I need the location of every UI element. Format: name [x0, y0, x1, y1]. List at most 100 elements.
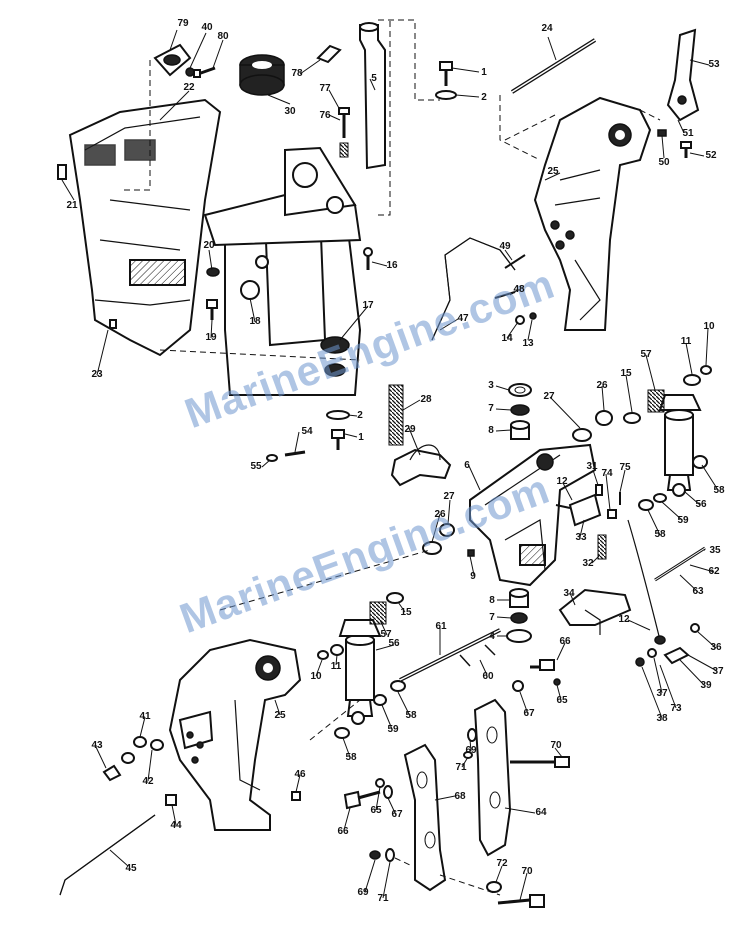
small-hardware — [57, 44, 373, 329]
spring-and-clamp — [388, 384, 452, 487]
callout-2b: 2 — [357, 410, 363, 421]
callout-29: 29 — [404, 424, 416, 435]
callout-20: 20 — [203, 240, 215, 251]
callout-7a: 7 — [488, 403, 494, 414]
callout-67b: 67 — [391, 809, 403, 820]
callout-56b: 56 — [388, 638, 400, 649]
callout-5: 5 — [371, 73, 377, 84]
callout-70b: 70 — [521, 866, 533, 877]
callout-12a: 12 — [556, 476, 568, 487]
callout-61: 61 — [435, 621, 447, 632]
upper-bushings — [508, 383, 613, 442]
leader-lines — [61, 29, 719, 901]
tilt-tube-rod — [399, 628, 501, 682]
upper-bolt-washer — [435, 61, 457, 100]
callout-40: 40 — [201, 22, 213, 33]
callout-22: 22 — [183, 82, 195, 93]
callout-64: 64 — [535, 807, 547, 818]
rod-45 — [59, 814, 156, 896]
callout-32: 32 — [582, 558, 594, 569]
callout-47: 47 — [457, 313, 469, 324]
callout-72: 72 — [496, 858, 508, 869]
callout-18: 18 — [249, 316, 261, 327]
adjusting-plate-68 — [403, 743, 447, 892]
reverse-lock-mechanism — [555, 484, 632, 635]
callout-10b: 10 — [310, 671, 322, 682]
callout-69a: 69 — [465, 745, 477, 756]
callout-38: 38 — [656, 713, 668, 724]
callout-41: 41 — [139, 711, 151, 722]
plate-bolts — [343, 659, 570, 908]
callout-15b: 15 — [400, 607, 412, 618]
callout-71b: 71 — [377, 893, 389, 904]
callout-71a: 71 — [455, 762, 467, 773]
callout-2a: 2 — [481, 92, 487, 103]
callout-65b: 65 — [370, 805, 382, 816]
callout-37a: 37 — [712, 666, 724, 677]
right-clamp-bracket — [533, 96, 652, 331]
callout-57a: 57 — [640, 349, 652, 360]
cap-assembly — [120, 43, 216, 191]
callout-59a: 59 — [677, 515, 689, 526]
callout-17: 17 — [362, 300, 374, 311]
callout-48: 48 — [513, 284, 525, 295]
callout-58d: 58 — [345, 752, 357, 763]
tilt-tube — [359, 19, 440, 216]
callout-78: 78 — [291, 68, 303, 79]
callout-69b: 69 — [357, 887, 369, 898]
callout-77: 77 — [319, 83, 331, 94]
callout-70a: 70 — [550, 740, 562, 751]
right-tilt-cylinder — [623, 365, 712, 511]
callout-34: 34 — [563, 588, 575, 599]
callout-21: 21 — [66, 200, 78, 211]
callout-3: 3 — [488, 380, 494, 391]
callout-8b: 8 — [489, 595, 495, 606]
rubber-mount — [239, 54, 285, 96]
assembly-guide-lines — [159, 109, 661, 896]
callout-66b: 66 — [337, 826, 349, 837]
callout-10a: 10 — [703, 321, 715, 332]
middle-bushings — [422, 523, 475, 557]
callout-30: 30 — [284, 106, 296, 117]
callout-57b: 57 — [380, 629, 392, 640]
callout-33: 33 — [575, 532, 587, 543]
callout-43: 43 — [91, 740, 103, 751]
callout-80: 80 — [217, 31, 229, 42]
callout-68: 68 — [454, 791, 466, 802]
callout-73: 73 — [670, 703, 682, 714]
tilt-lever-rod — [431, 237, 537, 341]
lock-cable-rod — [627, 519, 706, 645]
lower-bolt-washer — [266, 410, 350, 462]
callout-26b: 26 — [434, 509, 446, 520]
callout-4: 4 — [489, 631, 495, 642]
callout-49: 49 — [499, 241, 511, 252]
callout-67a: 67 — [523, 708, 535, 719]
callout-42: 42 — [142, 776, 154, 787]
callout-35: 35 — [709, 545, 721, 556]
lower-right-hardware — [635, 623, 700, 667]
callout-25a: 25 — [547, 166, 559, 177]
callout-59b: 59 — [387, 724, 399, 735]
callout-24: 24 — [541, 23, 553, 34]
callout-19: 19 — [205, 332, 217, 343]
callout-25b: 25 — [274, 710, 286, 721]
callout-12b: 12 — [618, 614, 630, 625]
callout-44: 44 — [170, 820, 182, 831]
callout-66a: 66 — [559, 636, 571, 647]
callout-58c: 58 — [405, 710, 417, 721]
callout-1b: 1 — [358, 432, 364, 443]
callout-45: 45 — [125, 863, 137, 874]
callout-6: 6 — [464, 460, 470, 471]
callout-8a: 8 — [488, 425, 494, 436]
drive-shaft-housing — [68, 98, 222, 357]
callout-50: 50 — [658, 157, 670, 168]
callout-54: 54 — [301, 426, 313, 437]
callout-9: 9 — [470, 571, 476, 582]
callout-55: 55 — [250, 461, 262, 472]
callout-76: 76 — [319, 110, 331, 121]
callout-7b: 7 — [489, 612, 495, 623]
callout-27a: 27 — [543, 391, 555, 402]
callout-62: 62 — [708, 566, 720, 577]
